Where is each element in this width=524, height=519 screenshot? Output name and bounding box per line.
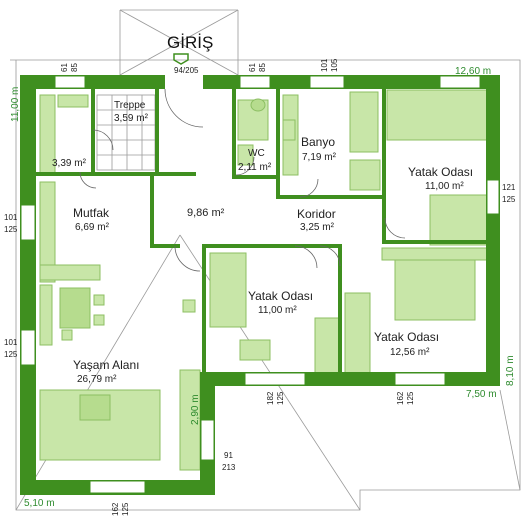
room-treppe-name: Treppe <box>114 100 146 111</box>
doors <box>79 88 406 272</box>
room-yasam-area: 26,79 m² <box>77 374 117 385</box>
room-koridor-area: 3,25 m² <box>300 222 335 233</box>
room-mutfak-area: 6,69 m² <box>75 222 110 233</box>
win-left1-a: 101 <box>4 213 18 222</box>
win-bottom1-b: 125 <box>276 391 285 405</box>
room-yatak1-area: 11,00 m² <box>425 181 464 192</box>
room-labels: Treppe 3,59 m² 3,39 m² WC 2,11 m² Banyo … <box>52 100 473 385</box>
win-top1-b: 85 <box>70 63 79 72</box>
room-mutfak-name: Mutfak <box>73 206 110 220</box>
win-top3-b: 105 <box>330 58 339 72</box>
win-left2-b: 125 <box>4 350 18 359</box>
win-left1-b: 125 <box>4 225 18 234</box>
overall-dimensions: 12,60 m 11,00 m 5,10 m 7,50 m 8,10 m 2,9… <box>10 66 516 509</box>
door1-a: 91 <box>224 451 233 460</box>
room-wc-name: WC <box>248 148 265 159</box>
room-koridor-name: Koridor <box>297 207 336 221</box>
staircase <box>96 94 156 171</box>
win-right1-b: 125 <box>502 195 516 204</box>
win-bottom3-a: 162 <box>111 502 120 516</box>
room-wc-area: 2,11 m² <box>238 162 272 173</box>
dim-height-left: 11,00 m <box>10 87 21 122</box>
win-top1-a: 61 <box>60 63 69 72</box>
room-yasam-name: Yaşam Alanı <box>73 358 139 372</box>
room-treppe-area: 3,59 m² <box>114 113 149 124</box>
room-yatak3-name: Yatak Odası <box>374 330 439 344</box>
dim-width-bottom-left: 5,10 m <box>24 498 55 509</box>
room-hall-area: 9,86 m² <box>187 207 225 219</box>
room-banyo-area: 7,19 m² <box>302 152 337 163</box>
window-dimension-labels: 61 85 61 85 101 105 121 125 101 125 101 … <box>4 58 516 516</box>
windows <box>20 73 500 494</box>
door1-b: 213 <box>222 463 236 472</box>
win-bottom1-a: 182 <box>266 391 275 405</box>
room-banyo-name: Banyo <box>301 135 335 149</box>
win-bottom2-b: 125 <box>406 391 415 405</box>
entrance-code: 94/205 <box>174 66 199 75</box>
dim-width-top: 12,60 m <box>455 66 491 77</box>
room-yatak2-area: 11,00 m² <box>258 305 297 316</box>
win-bottom2-a: 162 <box>396 391 405 405</box>
room-storage-area: 3,39 m² <box>52 158 87 169</box>
dim-height-notch: 2,90 m <box>190 394 201 425</box>
win-top2-b: 85 <box>258 63 267 72</box>
furniture <box>39 89 498 471</box>
win-bottom3-b: 125 <box>121 502 130 516</box>
room-yatak2-name: Yatak Odası <box>248 289 313 303</box>
dim-width-bottom-right: 7,50 m <box>466 389 497 400</box>
win-right1-a: 121 <box>502 183 516 192</box>
room-yatak1-name: Yatak Odası <box>408 165 473 179</box>
dim-height-right: 8,10 m <box>505 355 516 386</box>
room-yatak3-area: 12,56 m² <box>390 347 430 358</box>
win-top3-a: 101 <box>320 58 329 72</box>
win-top2-a: 61 <box>248 63 257 72</box>
entrance-marker: GİRİŞ 94/205 <box>167 33 213 75</box>
entrance-label: GİRİŞ <box>167 33 213 52</box>
win-left2-a: 101 <box>4 338 18 347</box>
